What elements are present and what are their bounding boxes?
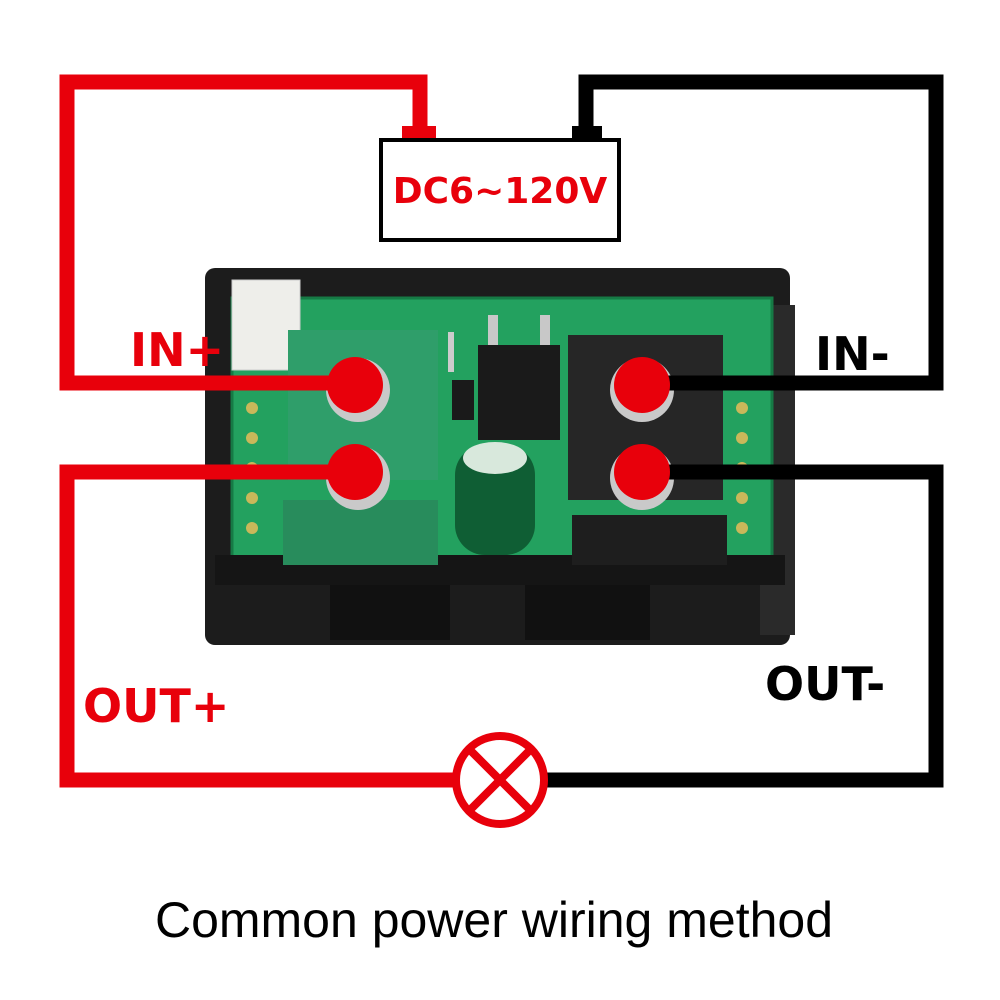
- power-source-label: DC6~120V: [393, 171, 608, 212]
- label-in-plus: IN+: [130, 323, 224, 377]
- diagram-caption: Common power wiring method: [155, 892, 833, 948]
- label-out-plus: OUT+: [83, 679, 229, 733]
- terminal-dots: [327, 357, 670, 500]
- wire-out-plus: [59, 464, 455, 788]
- wire-out-minus: [545, 464, 944, 788]
- wire-in-plus: [59, 74, 428, 391]
- lamp-icon: [452, 732, 548, 828]
- power-source: DC6~120V: [379, 126, 621, 242]
- regulator-chip: [478, 345, 560, 440]
- label-in-minus: IN-: [815, 327, 890, 381]
- label-out-minus: OUT-: [765, 657, 885, 711]
- wire-in-minus: [578, 74, 944, 391]
- voltmeter-module: [205, 268, 795, 645]
- capacitor: [455, 442, 535, 555]
